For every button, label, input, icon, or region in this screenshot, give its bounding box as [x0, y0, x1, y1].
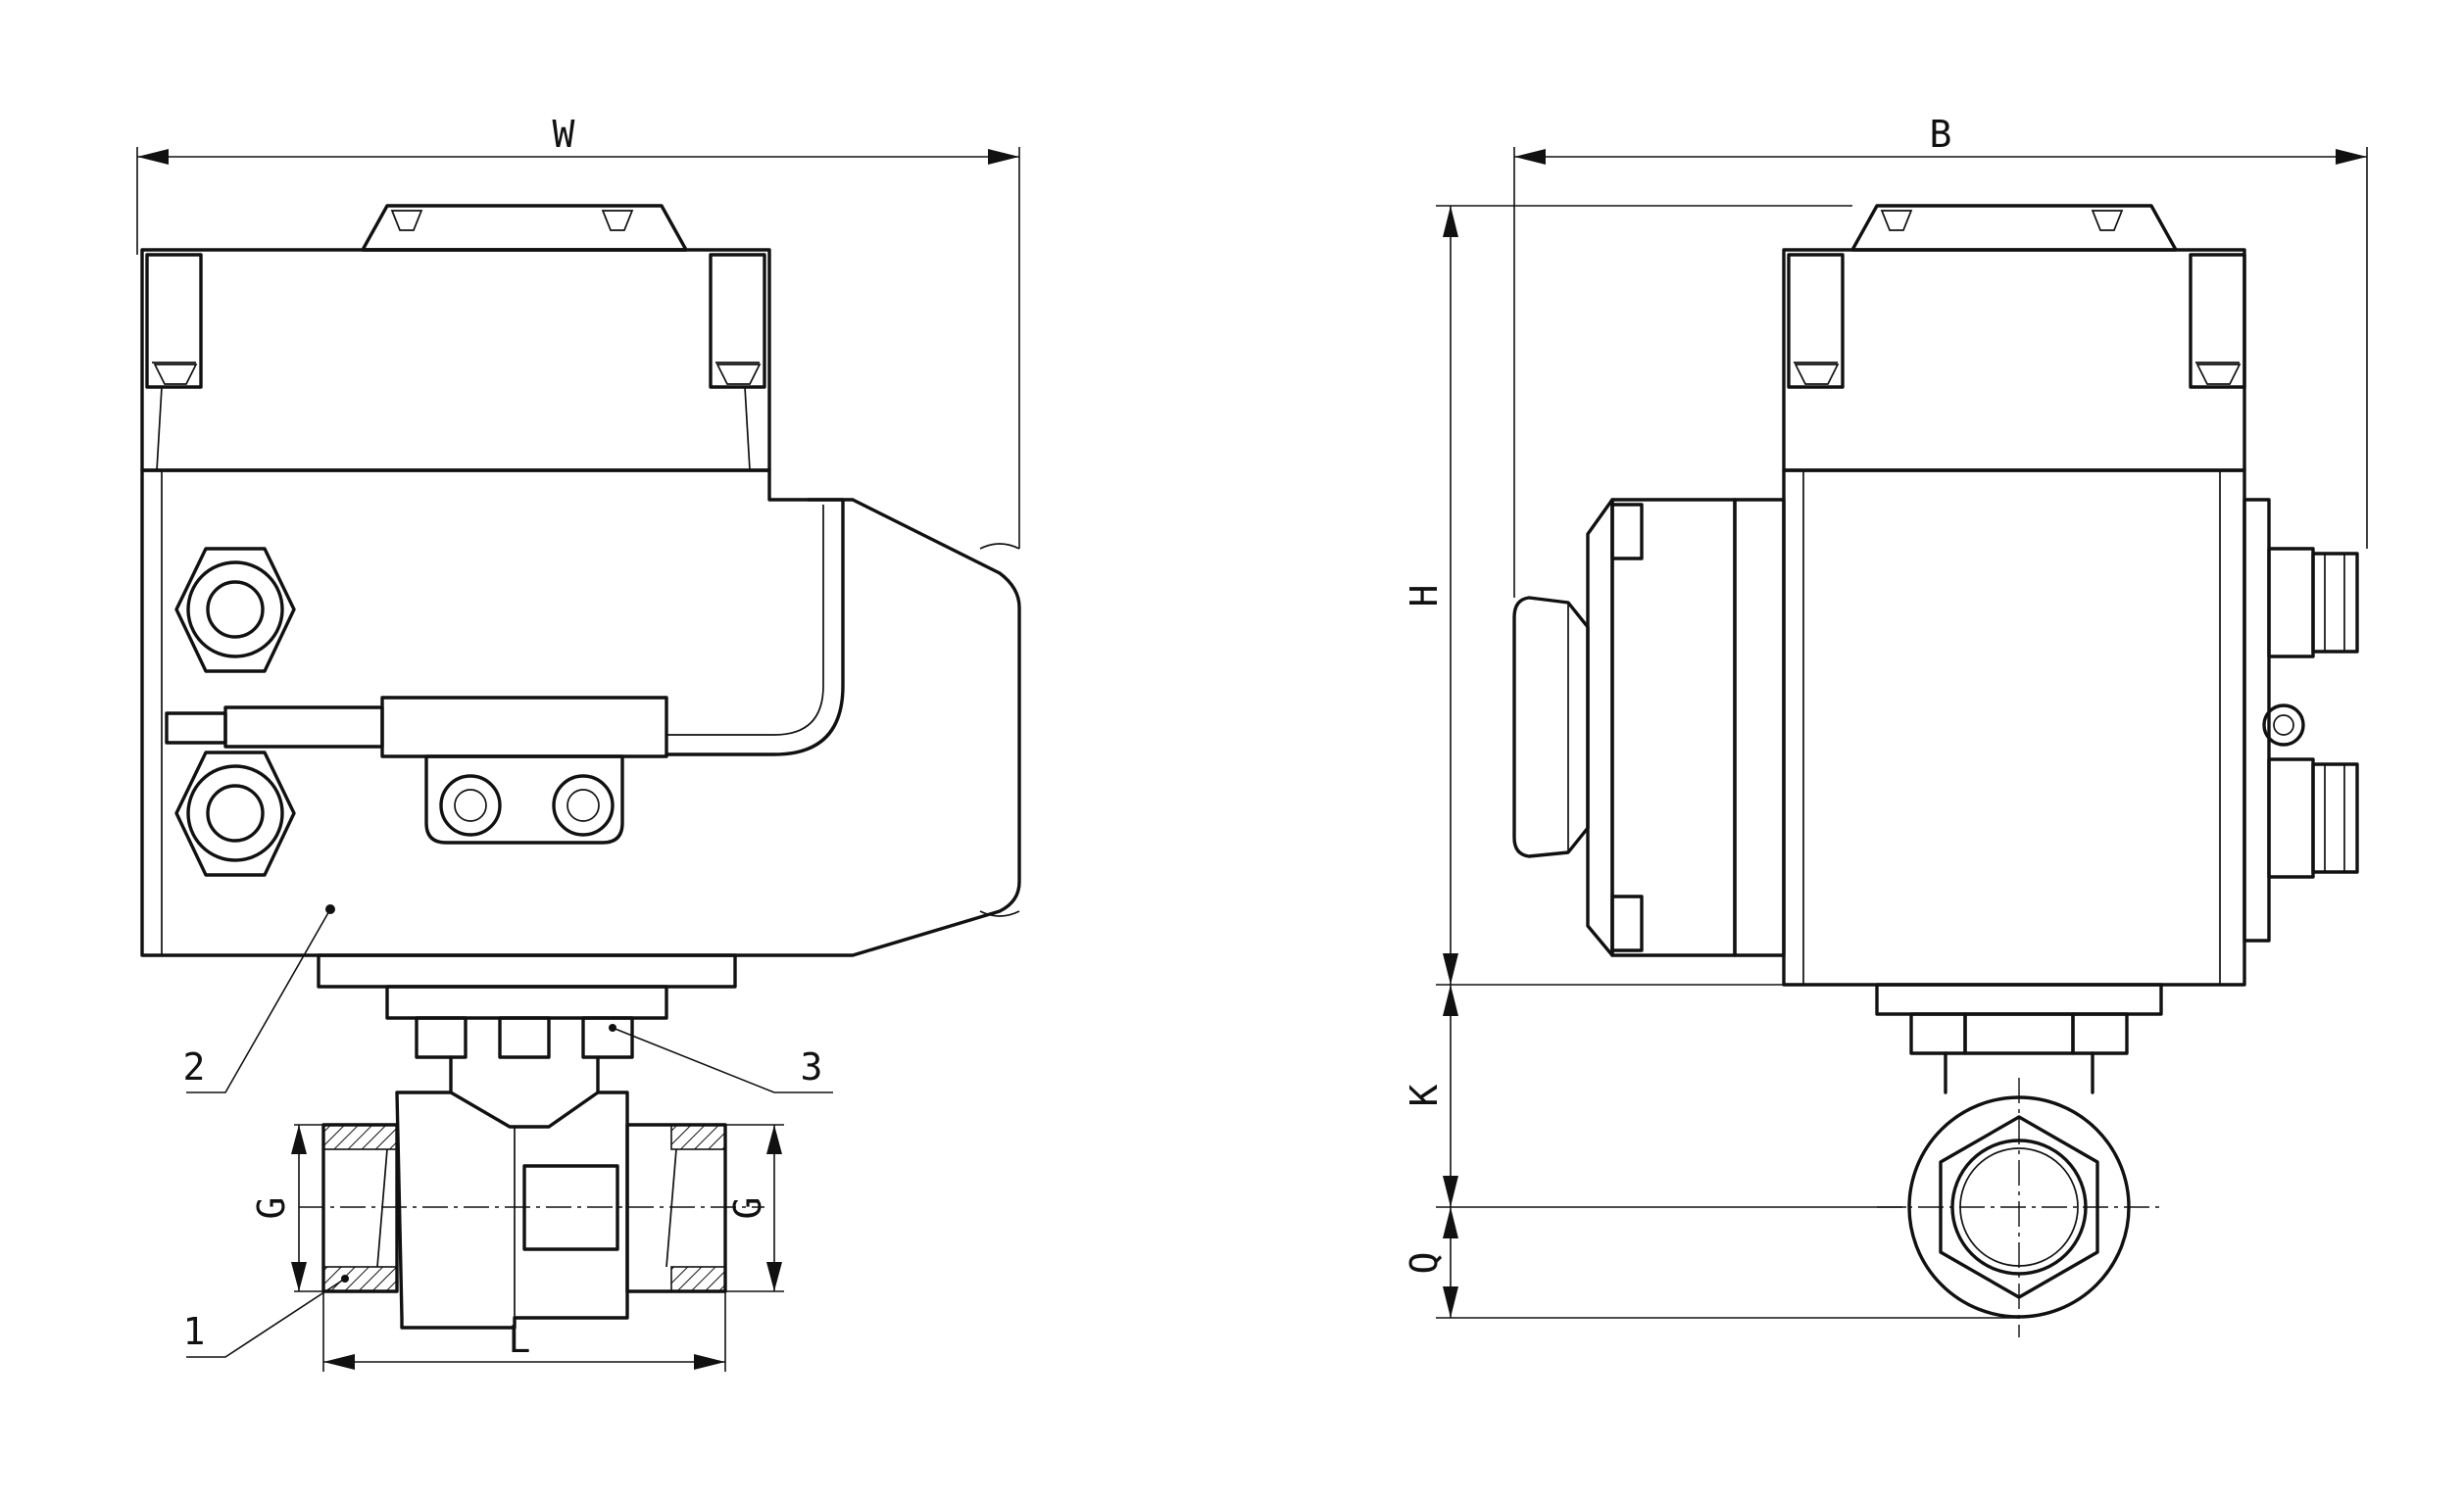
side-lower-housing — [1782, 468, 2246, 987]
side-view: B — [1403, 113, 2368, 1337]
top-cover-knob — [361, 204, 688, 252]
lower-housing — [140, 468, 1021, 957]
dimension-q-label: Q — [1403, 1252, 1446, 1275]
dimension-w: W — [136, 113, 1020, 549]
dimension-g-right-label: G — [726, 1197, 769, 1220]
dimension-w-label: W — [553, 113, 575, 156]
mounting-bracket — [317, 953, 737, 1094]
dimension-h: H — [1403, 205, 1852, 986]
valve-end-view — [1877, 1078, 2161, 1337]
callout-3: 3 — [612, 1027, 833, 1093]
cable-gland-lower — [174, 751, 296, 877]
ball-valve-body — [299, 1091, 764, 1330]
dimension-q: Q — [1403, 1207, 2019, 1319]
dimension-l-label: L — [509, 1318, 531, 1361]
callout-1-label: 1 — [183, 1310, 206, 1353]
dimension-b: B — [1513, 113, 2368, 598]
side-upper-housing — [1782, 248, 2246, 472]
dimension-g-left-label: G — [250, 1197, 293, 1220]
callout-3-label: 3 — [801, 1045, 823, 1089]
dimension-k: K — [1403, 985, 1906, 1208]
upper-housing — [140, 248, 771, 472]
callout-1: 1 — [183, 1278, 346, 1358]
dimension-h-label: H — [1403, 585, 1446, 607]
dimension-g-left: G — [250, 1124, 323, 1292]
cable-gland-upper — [174, 547, 296, 673]
front-view: W — [136, 113, 1021, 1372]
side-bracket — [1875, 983, 2163, 1094]
dimension-k-label: K — [1403, 1084, 1446, 1106]
handwheel-assembly — [1512, 498, 1786, 957]
side-top-knob — [1850, 204, 2178, 252]
dimension-g-right: G — [725, 1124, 784, 1292]
side-cable-glands — [2242, 498, 2359, 943]
callout-2-label: 2 — [183, 1045, 206, 1089]
dimension-l: L — [322, 1291, 726, 1372]
callout-2: 2 — [183, 908, 331, 1093]
dimension-b-label: B — [1930, 113, 1952, 156]
